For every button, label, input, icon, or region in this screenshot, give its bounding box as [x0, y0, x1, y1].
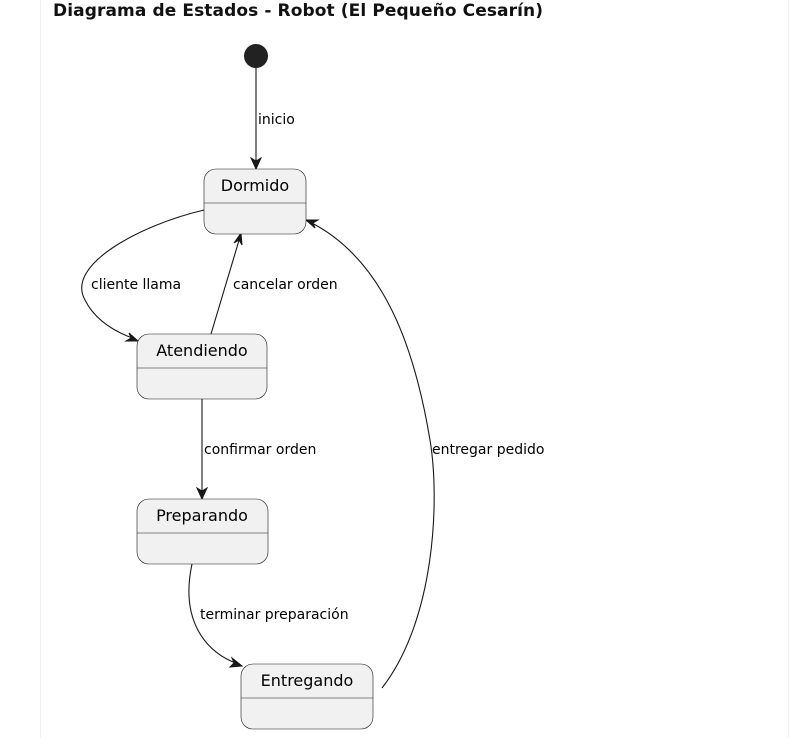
arrowhead	[195, 486, 209, 501]
state-label-entregando: Entregando	[261, 671, 354, 690]
transition-entregar-pedido: entregar pedido	[304, 219, 544, 689]
state-dormido: Dormido	[203, 168, 307, 235]
transition-label-cliente-llama: cliente llama	[91, 277, 181, 293]
arrowhead	[228, 656, 244, 668]
arrowhead	[304, 219, 320, 229]
state-atendiendo: Atendiendo	[136, 333, 268, 400]
state-label-preparando: Preparando	[156, 506, 248, 525]
initial-state-node	[244, 44, 268, 68]
state-preparando: Preparando	[136, 498, 269, 565]
transition-label-inicio: inicio	[258, 112, 295, 128]
transition-cancelar-orden: cancelar orden	[210, 231, 338, 335]
transition-label-entregar-pedido: entregar pedido	[432, 442, 544, 458]
page-left-rule	[40, 0, 41, 738]
diagram-title: Diagrama de Estados - Robot (El Pequeño …	[53, 1, 544, 21]
arrowhead	[233, 231, 243, 246]
arrowhead	[124, 332, 140, 342]
transition-cliente-llama: cliente llama	[81, 209, 205, 342]
transition-label-terminar-preparacion: terminar preparación	[200, 607, 349, 623]
page-right-rule	[788, 0, 789, 738]
state-label-dormido: Dormido	[221, 176, 289, 195]
state-label-atendiendo: Atendiendo	[156, 341, 247, 360]
transition-label-cancelar-orden: cancelar orden	[233, 277, 338, 293]
transition-terminar-preparacion: terminar preparación	[188, 563, 349, 668]
state-entregando: Entregando	[240, 663, 374, 730]
transition-confirmar-orden: confirmar orden	[195, 399, 316, 501]
transition-label-confirmar-orden: confirmar orden	[204, 442, 316, 458]
transition-inicio: inicio	[249, 68, 295, 171]
arrowhead	[249, 156, 263, 171]
